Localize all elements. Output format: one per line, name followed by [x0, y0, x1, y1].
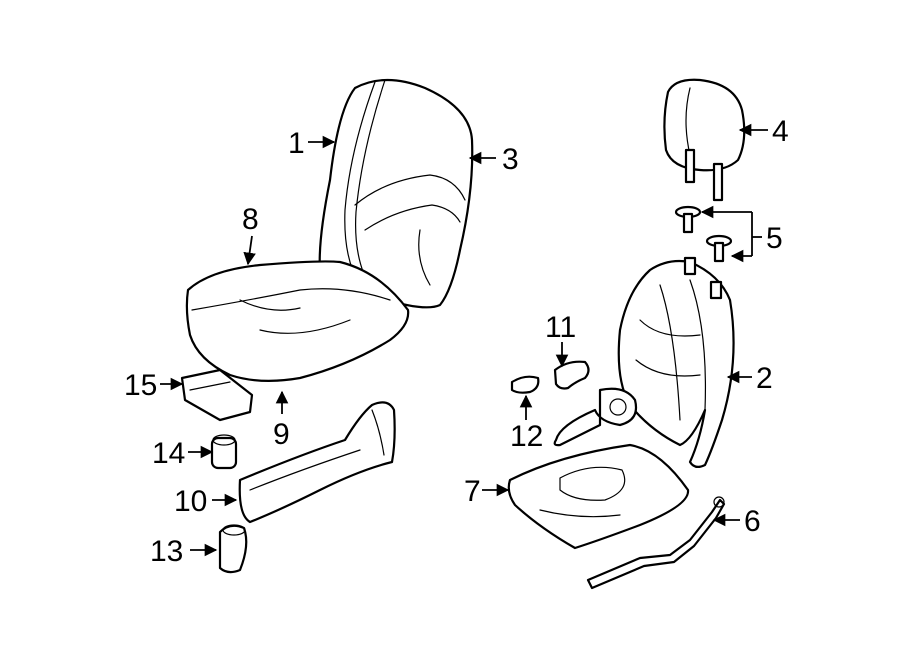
handle-cover — [510, 375, 540, 394]
callout-4: 4 — [772, 115, 789, 148]
callout-2: 2 — [756, 362, 773, 395]
seat-back-cushion — [318, 78, 474, 309]
headrest — [663, 78, 746, 202]
callout-5: 5 — [766, 222, 783, 255]
headrest-guides — [674, 205, 733, 263]
leader-lines — [160, 123, 768, 557]
seat-cushion — [185, 260, 410, 382]
recliner-handle — [553, 360, 590, 390]
callout-6: 6 — [744, 505, 761, 538]
recliner-rod — [586, 496, 726, 590]
seat-cushion-pad — [507, 443, 690, 550]
side-shield — [238, 401, 396, 524]
control-module — [180, 368, 254, 422]
callout-11: 11 — [545, 311, 576, 344]
callout-10: 10 — [174, 485, 207, 518]
callout-1: 1 — [288, 127, 305, 160]
callout-9: 9 — [273, 418, 290, 451]
callout-14: 14 — [152, 437, 185, 470]
callout-7: 7 — [464, 475, 481, 508]
callout-8: 8 — [242, 203, 259, 236]
callout-3: 3 — [502, 143, 519, 176]
callout-13: 13 — [150, 535, 183, 568]
seat-back-frame — [553, 256, 735, 469]
callouts: 1 2 3 4 5 6 7 8 9 10 11 12 13 14 15 — [124, 115, 789, 568]
callout-15: 15 — [124, 369, 157, 402]
switch — [218, 524, 248, 574]
switch-knob — [210, 434, 238, 470]
callout-12: 12 — [510, 420, 543, 453]
